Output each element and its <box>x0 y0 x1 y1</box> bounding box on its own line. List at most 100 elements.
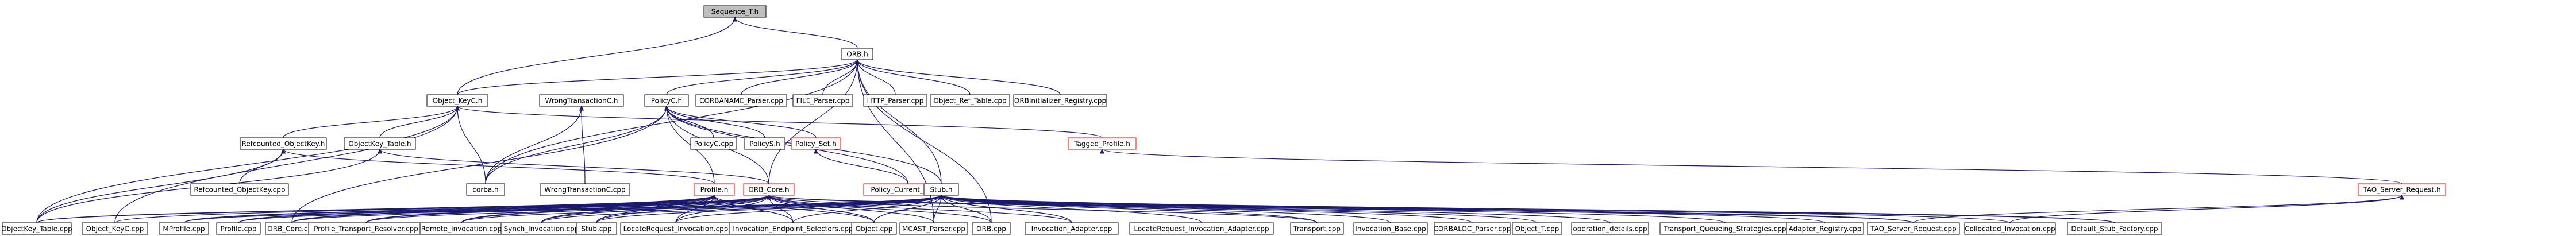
file-node-operation-details-cpp[interactable]: operation_details.cpp <box>1571 222 1649 235</box>
include-edge <box>183 195 944 223</box>
file-node-corba-h[interactable]: corba.h <box>466 183 505 196</box>
node-label: TAO_Server_Request.cpp <box>1870 225 1957 233</box>
node-box <box>426 94 488 107</box>
file-node-policyc-cpp[interactable]: PolicyC.cpp <box>690 137 737 150</box>
node-label: Invocation_Endpoint_Selectors.cpp <box>733 225 853 233</box>
include-edge <box>939 195 1391 223</box>
include-edge <box>766 195 875 223</box>
include-edge <box>1913 195 2404 223</box>
node-label: Object_T.cpp <box>1515 225 1560 233</box>
dependency-edges <box>36 17 2404 223</box>
include-edge <box>854 59 896 95</box>
include-edge <box>675 195 944 223</box>
file-node-mprofile-cpp[interactable]: MProfile.cpp <box>159 222 209 235</box>
file-node-object-cpp[interactable]: Object.cpp <box>851 222 897 235</box>
include-edge <box>854 59 992 223</box>
node-label: Stub.h <box>930 186 953 194</box>
include-edge <box>238 195 944 223</box>
file-node-collocated-invocation-cpp[interactable]: Collocated_Invocation.cpp <box>1964 222 2056 235</box>
file-node-invocation-base-cpp[interactable]: Invocation_Base.cpp <box>1353 222 1428 235</box>
file-node-orb-cpp[interactable]: ORB.cpp <box>972 222 1011 235</box>
file-node-tao-server-request-cpp[interactable]: TAO_Server_Request.cpp <box>1867 222 1960 235</box>
file-node-adapter-registry-cpp[interactable]: Adapter_Registry.cpp <box>1786 222 1864 235</box>
file-node-profile-transport-resolver-cpp[interactable]: Profile_Transport_Resolver.cpp <box>308 222 424 235</box>
include-edge <box>457 17 738 95</box>
node-box <box>2 222 72 235</box>
node-box <box>1434 222 1511 235</box>
file-node-mcast-parser-cpp[interactable]: MCAST_Parser.cpp <box>899 222 968 235</box>
file-node-policys-h[interactable]: PolicyS.h <box>744 137 785 150</box>
node-label: MCAST_Parser.cpp <box>902 225 965 233</box>
file-node-profile-cpp[interactable]: Profile.cpp <box>216 222 261 235</box>
node-box <box>1129 222 1274 235</box>
include-edge <box>664 106 765 138</box>
node-box <box>344 137 416 150</box>
file-node-locaterequest-invocation-adapter-cpp[interactable]: LocateRequest_Invocation_Adapter.cpp <box>1129 222 1274 235</box>
file-node-objectkey-table-h[interactable]: ObjectKey_Table.h <box>344 137 416 150</box>
node-label: Object_KeyC.cpp <box>86 225 144 233</box>
node-label: corba.h <box>472 186 498 194</box>
node-label: Object_KeyC.h <box>433 97 483 105</box>
include-edge <box>36 106 460 223</box>
file-node-locaterequest-invocation-cpp[interactable]: LocateRequest_Invocation.cpp <box>620 222 731 235</box>
include-edge <box>938 195 1202 223</box>
file-node-refcounted-objectkey-h[interactable]: Refcounted_ObjectKey.h <box>240 137 327 150</box>
include-edge <box>485 106 584 184</box>
file-node-wrongtransactionc-cpp[interactable]: WrongTransactionC.cpp <box>540 183 630 196</box>
node-box <box>1290 222 1344 235</box>
node-box <box>1512 222 1562 235</box>
include-edge <box>379 106 460 138</box>
file-node-policy-set-h[interactable]: Policy_Set.h <box>791 137 841 150</box>
file-node-object-keyc-h[interactable]: Object_KeyC.h <box>426 94 488 107</box>
node-label: Default_Stub_Factory.cpp <box>2071 225 2158 233</box>
file-node-corbaname-parser-cpp[interactable]: CORBANAME_Parser.cpp <box>695 94 787 107</box>
file-node-orb-h[interactable]: ORB.h <box>841 48 873 60</box>
node-label: HTTP_Parser.cpp <box>867 97 924 105</box>
include-edge <box>813 149 908 184</box>
file-node-file-parser-cpp[interactable]: FILE_Parser.cpp <box>792 94 853 107</box>
file-node-stub-h[interactable]: Stub.h <box>923 183 959 196</box>
file-node-profile-h[interactable]: Profile.h <box>694 183 735 196</box>
file-node-default-stub-factory-cpp[interactable]: Default_Stub_Factory.cpp <box>2067 222 2162 235</box>
file-node-http-parser-cpp[interactable]: HTTP_Parser.cpp <box>863 94 927 107</box>
node-box <box>216 222 261 235</box>
file-node-object-keyc-cpp[interactable]: Object_KeyC.cpp <box>82 222 148 235</box>
file-node-objectkey-table-cpp[interactable]: ObjectKey_Table.cpp <box>1 222 72 235</box>
file-node-tagged-profile-h[interactable]: Tagged_Profile.h <box>1068 137 1137 150</box>
file-node-tao-server-request-h[interactable]: TAO_Server_Request.h <box>2358 183 2446 196</box>
include-edge <box>541 195 944 223</box>
node-label: ObjectKey_Table.cpp <box>1 225 72 233</box>
include-edge <box>114 106 460 223</box>
node-box <box>1571 222 1649 235</box>
node-label: FILE_Parser.cpp <box>796 97 850 105</box>
file-node-synch-invocation-cpp[interactable]: Synch_Invocation.cpp <box>500 222 582 235</box>
node-box <box>899 222 968 235</box>
node-box <box>1867 222 1960 235</box>
file-node-orb-core-h[interactable]: ORB_Core.h <box>743 183 795 196</box>
node-box <box>863 94 927 107</box>
file-node-invocation-endpoint-selectors-cpp[interactable]: Invocation_Endpoint_Selectors.cpp <box>729 222 857 235</box>
node-box <box>744 137 785 150</box>
file-node-transport-cpp[interactable]: Transport.cpp <box>1290 222 1344 235</box>
file-node-invocation-adapter-cpp[interactable]: Invocation_Adapter.cpp <box>1025 222 1119 235</box>
file-node-object-ref-table-cpp[interactable]: Object_Ref_Table.cpp <box>930 94 1010 107</box>
node-label: WrongTransactionC.cpp <box>544 186 625 194</box>
file-node-object-t-cpp[interactable]: Object_T.cpp <box>1512 222 1562 235</box>
node-label: Collocated_Invocation.cpp <box>1965 225 2055 233</box>
file-node-stub-cpp[interactable]: Stub.cpp <box>576 222 617 235</box>
file-node-refcounted-objectkey-cpp[interactable]: Refcounted_ObjectKey.cpp <box>190 183 289 196</box>
include-edge <box>283 106 460 138</box>
node-box <box>466 183 505 196</box>
node-box <box>694 183 735 196</box>
file-node-policyc-h[interactable]: PolicyC.h <box>644 94 689 107</box>
file-node-orb-core-cpp[interactable]: ORB_Core.cpp <box>265 222 319 235</box>
file-node-remote-invocation-cpp[interactable]: Remote_Invocation.cpp <box>419 222 503 235</box>
file-node-corbaloc-parser-cpp[interactable]: CORBALOC_Parser.cpp <box>1434 222 1511 235</box>
include-edge <box>768 59 860 184</box>
file-node-orbinitializer-registry-cpp[interactable]: ORBInitializer_Registry.cpp <box>1013 94 1107 107</box>
node-box <box>743 183 795 196</box>
file-node-transport-queueing-strategies-cpp[interactable]: Transport_Queueing_Strategies.cpp <box>1659 222 1791 235</box>
file-node-wrongtransactionc-h[interactable]: WrongTransactionC.h <box>539 94 624 107</box>
node-box <box>190 183 289 196</box>
